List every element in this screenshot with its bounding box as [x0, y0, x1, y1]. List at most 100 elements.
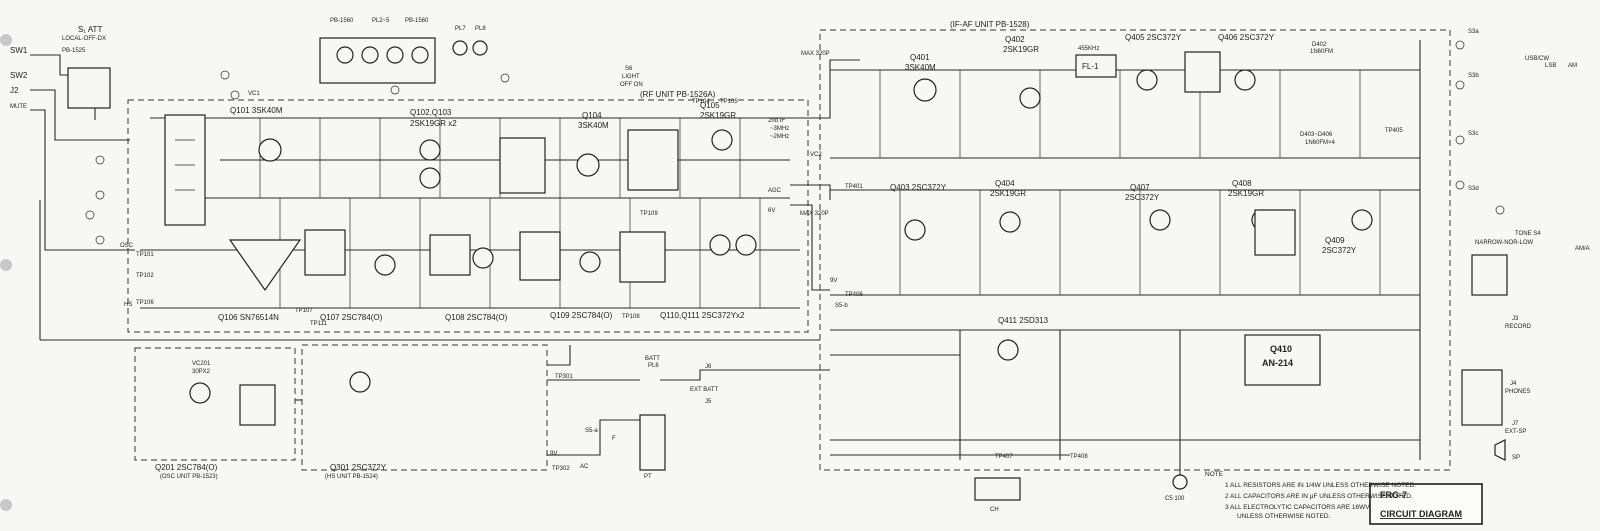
label-q106: Q106 SN76514N — [218, 313, 279, 322]
label-att-modes: LOCAL-OFF-DX — [62, 36, 106, 42]
label-q410b: AN-214 — [1262, 358, 1293, 368]
label-pb1525: PB-1525 — [62, 48, 86, 54]
label-j4: J4 — [1510, 381, 1517, 387]
label-s6: S6 — [625, 66, 633, 72]
label-tone-modes: NARROW-NOR-LOW — [1475, 240, 1534, 246]
note-3: 3 ALL ELECTROLYTIC CAPACITORS ARE 16WV — [1225, 504, 1370, 511]
label-phones: PHONES — [1505, 389, 1530, 395]
label-vc2: VC2 — [810, 152, 822, 158]
binder-hole-top — [0, 34, 12, 46]
label-tone: TONE S4 — [1515, 231, 1541, 237]
ic-blocks — [228, 54, 1321, 386]
label-455khz: 455KHz — [1078, 46, 1099, 52]
label-am-a: AM/A — [1575, 246, 1590, 252]
test-point: TP102 — [136, 273, 154, 279]
label-pl7: PL7 — [455, 26, 466, 32]
label-s3d: S3d — [1468, 186, 1479, 192]
label-q401: Q401 — [910, 53, 930, 62]
binder-hole-bottom — [0, 499, 12, 511]
note-1: 1 ALL RESISTORS ARE IN 1/4W UNLESS OTHER… — [1225, 482, 1416, 489]
test-point: TP106 — [136, 300, 154, 306]
label-att: S₁ ATT — [78, 25, 102, 34]
test-point: TP101 — [136, 252, 154, 258]
label-q408b: 2SK19GR — [1228, 189, 1264, 198]
label-q404b: 2SK19GR — [990, 189, 1026, 198]
label-q401b: 3SK40M — [905, 63, 936, 72]
test-point: TP301 — [555, 374, 573, 380]
rf-unit-label: (RF UNIT PB-1526A) — [640, 90, 716, 99]
label-off-on: OFF ON — [620, 82, 643, 88]
label-osc: OSC — [120, 243, 134, 249]
label-vc201: VC201 — [192, 361, 211, 367]
label-light: LIGHT — [622, 74, 640, 80]
switch-symbols — [85, 40, 1505, 245]
label-9v-a: 9V — [830, 278, 837, 284]
label-q107: Q107 2SC784(O) — [320, 313, 383, 322]
label-q405: Q405 2SC372Y — [1125, 33, 1182, 42]
label-q301: Q301 2SC372Y — [330, 463, 387, 472]
label-ext-sp: EXT-SP — [1505, 429, 1526, 435]
label-s3a: S3a — [1468, 29, 1479, 35]
label-j5: J5 — [705, 399, 712, 405]
label-q411: Q411 2SD313 — [998, 316, 1049, 325]
label-ch: CH — [990, 507, 999, 513]
label-pb1560: PB-1560 — [330, 18, 354, 24]
label-j2: J2 — [10, 86, 19, 95]
label-sw2: SW2 — [10, 71, 28, 80]
label-am: AM — [1568, 63, 1577, 69]
label-c5: C5 100 — [1165, 496, 1185, 502]
main-wiring — [30, 40, 1421, 475]
hs-unit-boundary — [301, 344, 548, 471]
label-q109: Q109 2SC784(O) — [550, 311, 613, 320]
test-point: TP108 — [622, 314, 640, 320]
label-usb-cw: USB/CW — [1525, 56, 1549, 62]
binder-hole-middle — [0, 259, 12, 271]
label-s5a: S5-a — [585, 428, 598, 434]
rf-unit-boundary — [127, 99, 809, 333]
test-point: TP408 — [1070, 454, 1088, 460]
transistor-symbols — [189, 69, 1373, 404]
label-vc1: VC1 — [248, 91, 260, 97]
test-point: TP111 — [310, 321, 327, 327]
label-2mhz: ~2MHz — [770, 134, 789, 140]
component-labels: Q101 3SK40M Q102,Q103 2SK19GR x2 Q104 3S… — [155, 33, 1357, 472]
ifaf-unit-boundary — [819, 29, 1451, 471]
label-q110: Q110,Q111 2SC372Yx2 — [660, 311, 745, 320]
label-mute: MUTE — [10, 104, 27, 110]
label-ac: AC — [580, 464, 589, 470]
test-point-labels: TP101 TP102 TP106 TP107 TP108 TP111 TP10… — [136, 99, 1403, 472]
label-hs: HS — [124, 302, 132, 308]
test-point: TP401 — [845, 184, 863, 190]
label-sp: SP — [1512, 455, 1520, 461]
test-point: TP406 — [845, 292, 863, 298]
label-d402: D402 — [1312, 42, 1327, 48]
label-9v-b: 9V — [550, 451, 557, 457]
label-q406: Q406 2SC372Y — [1218, 33, 1275, 42]
label-d403: D403~D406 — [1300, 132, 1333, 138]
label-q201: Q201 2SC784(O) — [155, 463, 218, 472]
label-pt: PT — [644, 474, 652, 480]
label-s3b: S3b — [1468, 73, 1479, 79]
label-q102b: 2SK19GR x2 — [410, 119, 457, 128]
label-ext-batt: EXT BATT — [690, 387, 718, 393]
label-lsb: LSB — [1545, 63, 1556, 69]
label-pl8: PL8 — [475, 26, 486, 32]
connector-symbols — [67, 37, 1506, 501]
note-3-cont: UNLESS OTHERWISE NOTED. — [1237, 513, 1331, 520]
test-point: TP407 — [995, 454, 1013, 460]
label-q407b: 2SC372Y — [1125, 193, 1160, 202]
label-3mhz: ~3MHz — [770, 126, 789, 132]
label-q402b: 2SK19GR — [1003, 45, 1039, 54]
test-point: TP107 — [295, 308, 313, 314]
label-q408: Q408 — [1232, 179, 1252, 188]
label-s5b: S5-b — [835, 303, 848, 309]
ifaf-unit-label: (IF-AF UNIT PB-1528) — [950, 20, 1030, 29]
label-pl6: PL6 — [648, 363, 659, 369]
title-block — [1369, 483, 1483, 525]
note-2: 2 ALL CAPACITORS ARE IN μF UNLESS OTHERW… — [1225, 493, 1413, 500]
osc-unit-label: (OSC UNIT PB-1523) — [160, 474, 218, 480]
hs-unit-label: (HS UNIT PB-1524) — [325, 474, 378, 480]
notes-heading: NOTE — [1205, 471, 1224, 478]
label-q403: Q403 2SC372Y — [890, 183, 947, 192]
